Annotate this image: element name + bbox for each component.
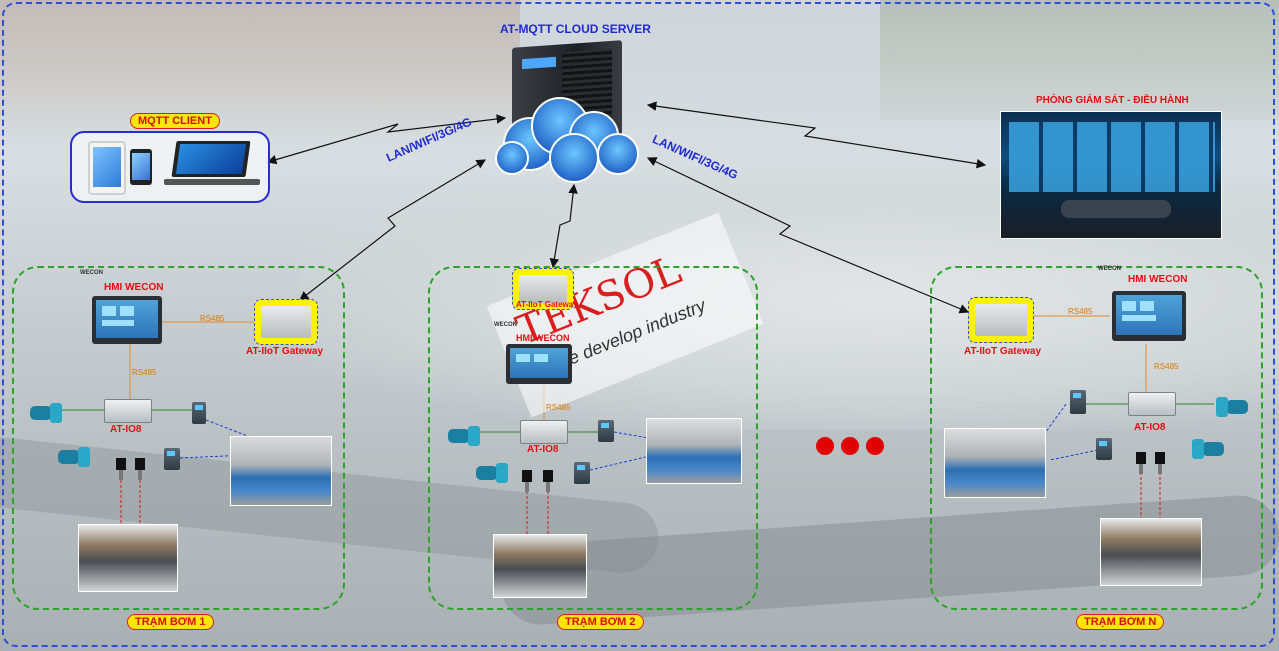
station-1-badge: TRẠM BƠM 1 xyxy=(127,614,214,630)
station-1-io-module xyxy=(104,399,152,423)
station-2-pump-icon-a xyxy=(448,426,480,446)
more-stations-dot-1 xyxy=(816,437,834,455)
station-n xyxy=(930,266,1263,610)
station-n-inverter-b xyxy=(1096,438,1112,460)
station-n-intake-photo xyxy=(1100,518,1202,586)
station-1-pump-icon-b xyxy=(58,447,90,467)
station-n-pressure-sensor-a xyxy=(1136,452,1146,474)
station-n-pressure-sensor-b xyxy=(1155,452,1165,474)
station-n-pump-icon-a xyxy=(1216,397,1248,417)
link-station-1 xyxy=(299,159,487,301)
station-1-pump-icon-a xyxy=(30,403,62,423)
link-mqtt-client xyxy=(266,114,507,165)
phone-icon xyxy=(130,149,152,185)
station-2-pump-icon-b xyxy=(476,463,508,483)
station-2-gateway-label: AT-IIoT Gateway xyxy=(516,300,578,309)
station-1-pressure-sensor-b xyxy=(135,458,145,480)
mqtt-client-title: MQTT CLIENT xyxy=(130,113,220,129)
station-1-link-hmi-io: RS485 xyxy=(132,368,157,377)
station-n-gateway-label: AT-IIoT Gateway xyxy=(964,346,1042,357)
laptop-icon xyxy=(164,141,260,185)
station-n-io-module xyxy=(1128,392,1176,416)
station-2-pressure-sensor-a xyxy=(522,470,532,492)
station-n-pump-room-photo xyxy=(944,428,1046,498)
station-1-hmi xyxy=(92,296,162,344)
station-2-link-hmi-io: RS485 xyxy=(546,403,571,412)
control-room-title: PHÒNG GIÁM SÁT - ĐIỀU HÀNH xyxy=(1036,95,1189,106)
station-1-pump-room-photo xyxy=(230,436,332,506)
station-2-pump-room-photo xyxy=(646,418,742,484)
station-2-intake-photo xyxy=(493,534,587,598)
cloud-icon xyxy=(495,97,639,183)
tablet-icon xyxy=(88,141,126,195)
more-stations-dot-2 xyxy=(841,437,859,455)
station-n-badge: TRẠM BƠM N xyxy=(1076,614,1165,630)
station-2-io-label: AT-IO8 xyxy=(527,444,559,455)
station-n-hmi-label: HMI WECON xyxy=(1128,274,1188,285)
station-n-gateway xyxy=(968,297,1034,343)
station-1-gateway-label: AT-IIoT Gateway xyxy=(246,346,324,357)
station-2-badge: TRẠM BƠM 2 xyxy=(557,614,644,630)
station-1-hmi-brand: WECON xyxy=(80,270,103,276)
station-2-hmi xyxy=(506,344,572,384)
background-trees xyxy=(880,0,1279,120)
station-n-link-hmi-gateway: RS485 xyxy=(1068,307,1093,316)
link-station-n xyxy=(646,157,970,314)
station-2-pressure-sensor-b xyxy=(543,470,553,492)
server-title: AT-MQTT CLOUD SERVER xyxy=(500,22,651,36)
station-n-io-label: AT-IO8 xyxy=(1134,422,1166,433)
station-n-pump-icon-b xyxy=(1192,439,1224,459)
station-1-hmi-label: HMI WECON xyxy=(104,282,164,293)
station-2-inverter-b xyxy=(574,462,590,484)
station-1-link-hmi-gateway: RS485 xyxy=(200,314,225,323)
station-1-inverter-a xyxy=(192,402,206,424)
station-n-hmi xyxy=(1112,291,1186,341)
station-2-gateway xyxy=(512,268,574,310)
station-n-hmi-brand: WECON xyxy=(1098,266,1121,272)
link-control-room xyxy=(646,101,987,169)
station-1-pressure-sensor-a xyxy=(116,458,126,480)
station-n-link-hmi-io: RS485 xyxy=(1154,362,1179,371)
station-1-inverter-b xyxy=(164,448,180,470)
station-1-intake-photo xyxy=(78,524,178,592)
station-n-inverter-a xyxy=(1070,390,1086,414)
mqtt-client-panel xyxy=(70,131,270,203)
station-1-io-label: AT-IO8 xyxy=(110,424,142,435)
control-room-photo xyxy=(1000,111,1222,239)
link-station-2 xyxy=(549,183,578,269)
station-2 xyxy=(428,266,758,610)
more-stations-dot-3 xyxy=(866,437,884,455)
station-2-hmi-label: HMI WECON xyxy=(516,333,570,343)
station-2-io-module xyxy=(520,420,568,444)
station-1-gateway xyxy=(254,299,318,345)
station-2-hmi-brand: WECON xyxy=(494,322,517,328)
station-1 xyxy=(12,266,345,610)
station-2-inverter-a xyxy=(598,420,614,442)
